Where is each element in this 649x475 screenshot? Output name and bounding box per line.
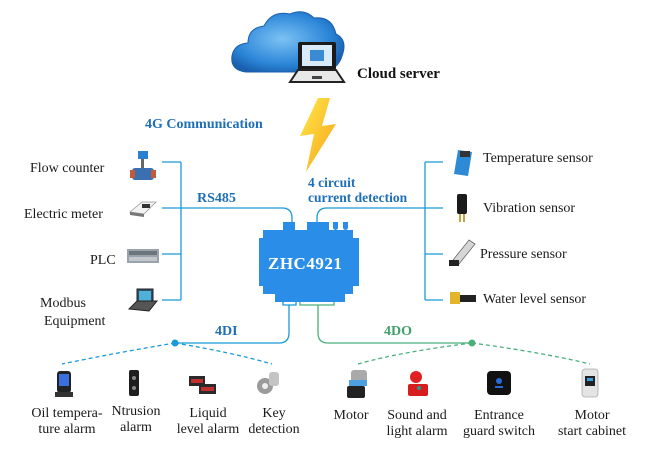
electric-meter-icon [128,200,158,218]
key-detection-label: Key detection [246,406,302,438]
lightning-icon [296,96,340,174]
modbus-equipment-line1: Modbus [40,296,86,311]
sound-light-alarm-label: Sound and light alarm [382,408,452,440]
plc-label: PLC [90,253,116,268]
liquid-level-alarm-icon [188,374,218,396]
key-detection-icon [255,370,283,396]
motor-start-cabinet-label: Motor start cabinet [555,408,629,440]
intrusion-alarm-line1: Ntrusion [111,404,161,419]
intrusion-alarm-icon [126,368,142,398]
entrance-guard-switch-line2: guard switch [463,424,535,439]
water-level-sensor-icon [448,290,478,306]
sound-light-alarm-icon [405,370,431,398]
flow-counter-label: Flow counter [30,161,105,176]
key-detection-line2: detection [248,422,300,437]
key-detection-line1: Key [262,406,286,421]
pressure-sensor-label: Pressure sensor [480,247,567,262]
liquid-level-alarm-line2: level alarm [176,422,240,437]
rs485-bus [162,161,293,301]
temperature-sensor-icon [452,148,474,178]
pressure-sensor-icon [447,238,477,268]
device-name: ZHC4921 [268,254,343,273]
motor-label: Motor [328,408,374,424]
liquid-level-alarm-label: Liquid level alarm [172,406,244,438]
rs485-label: RS485 [197,191,236,206]
motor-start-cabinet-icon [580,368,600,398]
oil-temperature-alarm-label: Oil tempera- ture alarm [30,406,104,438]
4g-communication-label: 4G Communication [145,117,263,132]
4do-label: 4DO [384,324,412,339]
vibration-sensor-icon [454,193,470,223]
entrance-guard-switch-label: Entrance guard switch [460,408,538,440]
current-detection-line1: 4 circuit [308,175,356,190]
current-bus [316,161,443,301]
vibration-sensor-label: Vibration sensor [483,201,576,216]
intrusion-alarm-line2: alarm [120,420,152,435]
current-detection-label: 4 circuit current detection [308,175,407,205]
modbus-equipment-label: Modbus Equipment [40,295,105,331]
water-level-sensor-label: Water level sensor [483,292,587,307]
plc-icon [127,249,159,263]
oil-temperature-alarm-line1: Oil tempera- [31,406,103,421]
motor-start-cabinet-line1: Motor [574,408,610,423]
cloud-server-label: Cloud server [357,66,440,82]
motor-line1: Motor [333,408,369,423]
sound-light-alarm-line1: Sound and [387,408,447,423]
motor-start-cabinet-line2: start cabinet [557,424,627,439]
zhc4921-device[interactable] [259,220,359,304]
entrance-guard-switch-line1: Entrance [474,408,524,423]
4di-label: 4DI [215,324,238,339]
laptop-icon [288,42,346,83]
do-line [299,300,591,365]
sound-light-alarm-line2: light alarm [386,424,448,439]
intrusion-alarm-label: Ntrusion alarm [110,404,162,436]
liquid-level-alarm-line1: Liquid [189,406,227,421]
temperature-sensor-label: Temperature sensor [483,151,593,166]
modbus-equipment-line2: Equipment [44,314,106,329]
motor-icon [345,368,371,400]
current-detection-line2: current detection [308,190,408,205]
modbus-equipment-icon [127,287,159,315]
oil-temperature-alarm-line2: ture alarm [38,422,96,437]
oil-temperature-alarm-icon [54,370,74,398]
electric-meter-label: Electric meter [24,207,103,222]
cloud-server-icon [228,6,353,92]
entrance-guard-switch-icon [486,370,512,396]
di-line [61,300,297,365]
flow-counter-icon [130,150,156,182]
